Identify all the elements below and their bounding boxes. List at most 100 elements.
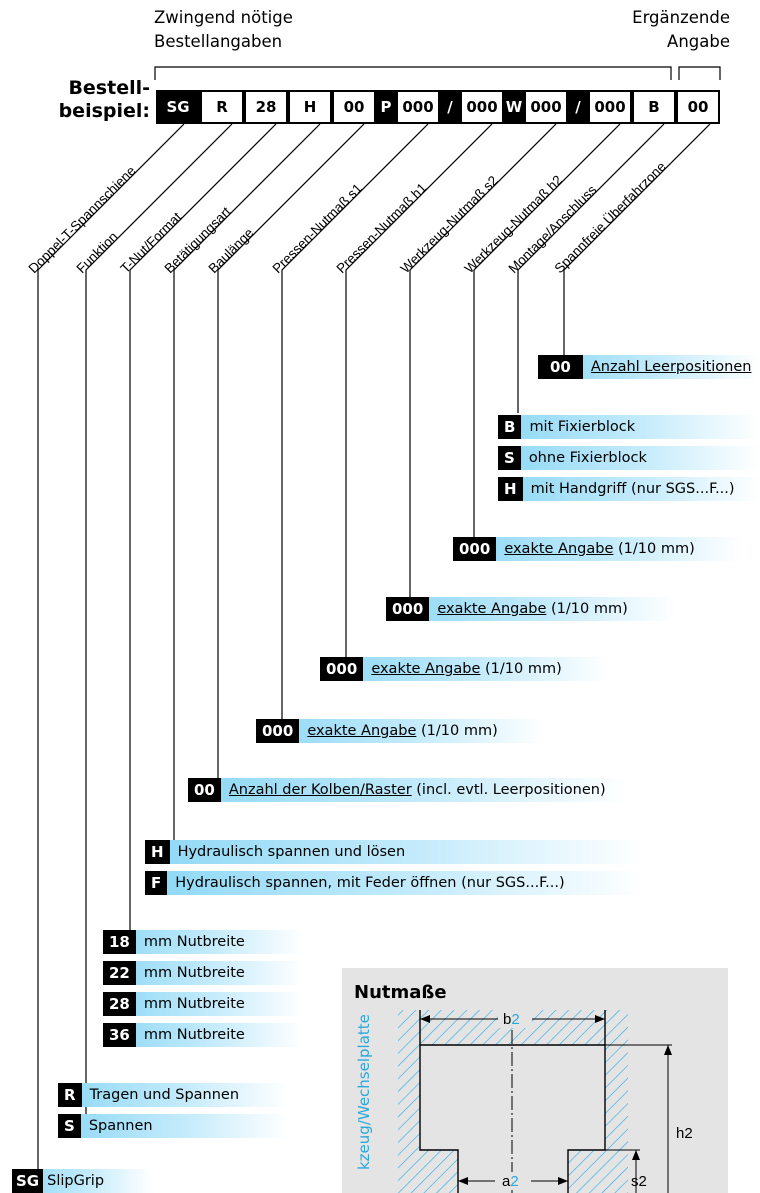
option-montage-s: S ohne Fixierblock bbox=[498, 446, 760, 470]
option-betaetigung-h: H Hydraulisch spannen und lösen bbox=[145, 840, 645, 864]
option-code: 000 bbox=[386, 597, 430, 621]
option-text: Spannen bbox=[88, 1118, 153, 1134]
order-example-line2: beispiel: bbox=[58, 100, 150, 122]
option-code: 00 bbox=[188, 778, 221, 802]
dim-h2: h2 bbox=[676, 1125, 693, 1142]
mandatory-info-line1: Zwingend nötige bbox=[154, 8, 293, 27]
option-code: H bbox=[498, 477, 523, 501]
option-s1: 000 exakte Angabe (1/10 mm) bbox=[256, 719, 546, 743]
option-h1: 000 exakte Angabe (1/10 mm) bbox=[320, 657, 610, 681]
code-box-s1: 000 bbox=[396, 90, 440, 124]
option-text-rest: (1/10 mm) bbox=[416, 723, 498, 739]
line-baulaenge bbox=[217, 123, 365, 787]
option-code: SG bbox=[12, 1169, 44, 1193]
option-text-rest: (1/10 mm) bbox=[546, 601, 628, 617]
line-tnut bbox=[129, 123, 277, 946]
nutmasse-vertical-label: kzeug/Wechselplatte bbox=[355, 1014, 373, 1170]
line-doppel bbox=[37, 123, 185, 1172]
option-text: Hydraulisch spannen, mit Feder öffnen (n… bbox=[175, 875, 565, 891]
hatch-area bbox=[398, 1010, 628, 1193]
dim-b2: b2 bbox=[503, 1011, 520, 1028]
option-code: 18 bbox=[103, 930, 136, 954]
option-text-underlined: exakte Angabe bbox=[371, 661, 481, 677]
option-text: mit Fixierblock bbox=[529, 419, 636, 435]
code-box-h: H bbox=[288, 90, 332, 124]
order-example-label: Bestell- beispiel: bbox=[0, 77, 150, 123]
option-typ-sg: SG SlipGrip bbox=[12, 1169, 152, 1193]
line-montage bbox=[517, 123, 665, 413]
code-box-h2: 000 bbox=[588, 90, 632, 124]
option-text-rest: (1/10 mm) bbox=[613, 541, 695, 557]
line-funktion bbox=[85, 123, 233, 1115]
option-h2: 000 exakte Angabe (1/10 mm) bbox=[453, 537, 743, 561]
option-text: Hydraulisch spannen und lösen bbox=[177, 844, 406, 860]
option-text-underlined: Anzahl der Kolben/Raster bbox=[228, 782, 412, 798]
line-s2 bbox=[409, 123, 557, 605]
line-h1 bbox=[345, 123, 493, 665]
dim-s2: s2 bbox=[631, 1173, 647, 1190]
option-text-rest: (incl. evtl. Leerpositionen) bbox=[411, 782, 606, 798]
option-tnut-28: 28 mm Nutbreite bbox=[103, 992, 303, 1016]
code-box-h1: 000 bbox=[460, 90, 504, 124]
line-betaetigung bbox=[173, 123, 321, 852]
code-box-p: P bbox=[376, 90, 396, 124]
code-box-slash-1: / bbox=[440, 90, 460, 124]
option-funktion-s: S Spannen bbox=[58, 1114, 288, 1138]
order-example-line1: Bestell- bbox=[68, 77, 150, 99]
line-s1 bbox=[281, 123, 429, 729]
mandatory-bracket bbox=[154, 66, 672, 80]
option-code: 36 bbox=[103, 1023, 136, 1047]
additional-info-line1: Ergänzende bbox=[632, 8, 730, 27]
option-text-underlined: exakte Angabe bbox=[504, 541, 614, 557]
code-box-sg: SG bbox=[156, 90, 200, 124]
option-text: mm Nutbreite bbox=[143, 965, 245, 981]
nutmasse-title: Nutmaße bbox=[354, 982, 447, 1003]
code-box-00-extra: 00 bbox=[676, 90, 720, 124]
code-box-28: 28 bbox=[244, 90, 288, 124]
option-text-rest: (1/10 mm) bbox=[480, 661, 562, 677]
option-code: 00 bbox=[538, 355, 583, 379]
slot-left-outline bbox=[419, 1045, 459, 1193]
option-code: 000 bbox=[453, 537, 497, 561]
code-box-b: B bbox=[632, 90, 676, 124]
option-text: mit Handgriff (nur SGS...F...) bbox=[530, 481, 735, 497]
option-text: Tragen und Spannen bbox=[89, 1087, 240, 1103]
option-tnut-22: 22 mm Nutbreite bbox=[103, 961, 303, 985]
line-h2 bbox=[473, 123, 621, 545]
option-montage-h: H mit Handgriff (nur SGS...F...) bbox=[498, 477, 760, 501]
option-code: 28 bbox=[103, 992, 136, 1016]
option-baulaenge: 00 Anzahl der Kolben/Raster (incl. evtl.… bbox=[188, 778, 628, 802]
option-leer: 00 Anzahl Leerpositionen bbox=[538, 355, 760, 379]
additional-info-line2: Angabe bbox=[667, 32, 730, 51]
additional-info-heading: Ergänzende Angabe bbox=[632, 6, 730, 54]
option-tnut-18: 18 mm Nutbreite bbox=[103, 930, 303, 954]
mandatory-info-heading: Zwingend nötige Bestellangaben bbox=[154, 6, 293, 54]
option-s2: 000 exakte Angabe (1/10 mm) bbox=[386, 597, 676, 621]
code-box-s2: 000 bbox=[524, 90, 568, 124]
option-code: H bbox=[145, 840, 170, 864]
code-box-slash-2: / bbox=[568, 90, 588, 124]
option-text-underlined: exakte Angabe bbox=[437, 601, 547, 617]
mandatory-info-line2: Bestellangaben bbox=[154, 32, 283, 51]
dim-a2: a2 bbox=[502, 1173, 519, 1190]
option-text-underlined: exakte Angabe bbox=[307, 723, 417, 739]
option-code: F bbox=[145, 871, 168, 895]
code-box-r: R bbox=[200, 90, 244, 124]
option-code: S bbox=[498, 446, 521, 470]
option-code: S bbox=[58, 1114, 81, 1138]
line-leer bbox=[563, 123, 711, 355]
option-text: SlipGrip bbox=[47, 1173, 105, 1189]
additional-bracket bbox=[678, 66, 721, 80]
option-code: 000 bbox=[320, 657, 364, 681]
option-code: B bbox=[498, 415, 522, 439]
option-funktion-r: R Tragen und Spannen bbox=[58, 1083, 288, 1107]
option-code: 000 bbox=[256, 719, 300, 743]
option-betaetigung-f: F Hydraulisch spannen, mit Feder öffnen … bbox=[145, 871, 645, 895]
code-box-w: W bbox=[504, 90, 524, 124]
option-code: R bbox=[58, 1083, 82, 1107]
option-tnut-36: 36 mm Nutbreite bbox=[103, 1023, 303, 1047]
option-text: mm Nutbreite bbox=[143, 934, 245, 950]
option-text: mm Nutbreite bbox=[143, 996, 245, 1012]
